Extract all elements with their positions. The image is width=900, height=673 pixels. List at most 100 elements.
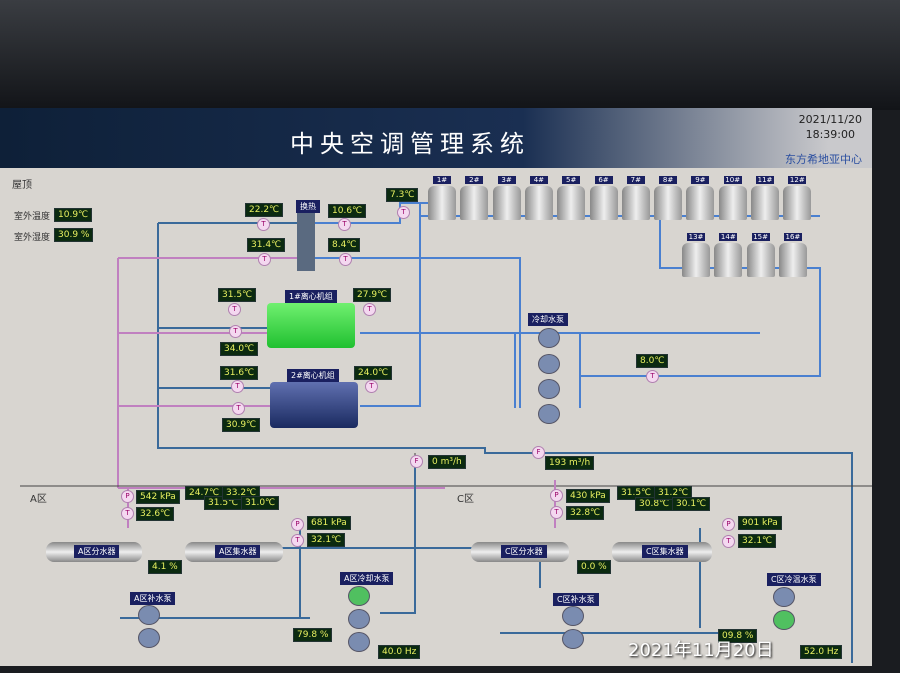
temp-sensor-icon: T	[229, 325, 242, 338]
hx-left-bottom: 31.4℃	[247, 238, 286, 252]
flow-sensor-icon: F	[532, 446, 545, 459]
temp-sensor-icon: T	[550, 506, 563, 519]
cooling-tower-label: 7#	[626, 176, 645, 184]
cooling-tower-12[interactable]	[783, 186, 812, 220]
zone-c-label: C区	[457, 494, 474, 505]
heat-exchanger[interactable]	[297, 213, 315, 271]
date: 2021/11/20	[798, 113, 862, 126]
pump-icon[interactable]	[773, 610, 795, 630]
cooling-tower-13[interactable]	[682, 243, 710, 277]
temp-sensor-icon: T	[231, 380, 244, 393]
pump-icon[interactable]	[538, 328, 560, 348]
cooling-tower-label: 15#	[751, 233, 770, 241]
cooling-tower-label: 14#	[719, 233, 738, 241]
zone-c-valve2: 09.8 %	[718, 629, 758, 643]
cooling-tower-label: 4#	[529, 176, 548, 184]
zone-c-makeup-label: C区补水泵	[553, 593, 599, 606]
cooling-pump-label: 冷却水泵	[528, 313, 568, 326]
cooling-tower-label: 16#	[783, 233, 802, 241]
pump-icon[interactable]	[562, 606, 584, 626]
cooling-tower-label: 3#	[497, 176, 516, 184]
zone-c-divider[interactable]: C区分水器	[471, 542, 569, 562]
cooling-tower-9[interactable]	[686, 186, 715, 220]
zone-a-valve2: 79.8 %	[293, 628, 333, 642]
pump-icon[interactable]	[348, 632, 370, 652]
chiller2-out-temp: 30.9℃	[222, 418, 261, 432]
pump-icon[interactable]	[538, 404, 560, 424]
cooling-tower-10[interactable]	[718, 186, 747, 220]
pump-icon[interactable]	[538, 379, 560, 399]
cooling-tower-1[interactable]	[428, 186, 456, 220]
pressure-sensor-icon: P	[121, 490, 134, 503]
cooling-tower-4[interactable]	[524, 186, 553, 220]
zone-a-pump-label: A区冷却水泵	[340, 572, 394, 585]
pump-icon[interactable]	[773, 587, 795, 607]
zone-c-return-temp: 32.1℃	[738, 534, 777, 548]
chiller2[interactable]	[270, 382, 358, 428]
temp-sensor-icon: T	[257, 218, 270, 231]
photo-timestamp: 2021年11月20日	[628, 640, 774, 661]
temp-sensor-icon: T	[646, 370, 659, 383]
org-name: 东方希地亚中心	[785, 153, 862, 166]
time: 18:39:00	[805, 128, 855, 141]
pump-icon[interactable]	[348, 609, 370, 629]
zone-a-branch-temp-4: 31.0℃	[241, 496, 280, 510]
zone-c-collector[interactable]: C区集水器	[612, 542, 712, 562]
cooling-pump-temp: 8.0℃	[636, 354, 669, 368]
tower-temp: 7.3℃	[386, 188, 419, 202]
zone-c-collector-label: C区集水器	[642, 545, 688, 558]
heat-exchanger-label: 换热	[296, 200, 320, 213]
datetime: 2021/11/20 18:39:00	[799, 112, 862, 142]
cooling-tower-7[interactable]	[621, 186, 650, 220]
temp-sensor-icon: T	[365, 380, 378, 393]
cooling-tower-3[interactable]	[492, 186, 521, 220]
cooling-tower-label: 2#	[465, 176, 484, 184]
zone-a-supply-temp: 32.6℃	[136, 507, 175, 521]
cooling-tower-14[interactable]	[714, 243, 743, 277]
pressure-sensor-icon: P	[291, 518, 304, 531]
pump-icon[interactable]	[348, 586, 370, 606]
pump-icon[interactable]	[538, 354, 560, 374]
chiller1[interactable]	[267, 303, 355, 348]
zone-a-makeup-label: A区补水泵	[130, 592, 176, 605]
zone-a-collector[interactable]: A区集水器	[185, 542, 283, 562]
zone-a-return-temp: 32.1℃	[307, 533, 346, 547]
monitor-bezel	[0, 0, 900, 110]
outdoor-hum-value: 30.9 %	[54, 228, 94, 242]
zone-a-valve: 4.1 %	[148, 560, 182, 574]
zone-a-divider[interactable]: A区分水器	[46, 542, 142, 562]
outdoor-temp-label: 室外温度	[14, 212, 51, 222]
chiller2-label: 2#离心机组	[287, 369, 339, 382]
cooling-tower-5[interactable]	[557, 186, 586, 220]
pump-icon[interactable]	[138, 628, 160, 648]
cooling-tower-15[interactable]	[746, 243, 775, 277]
flow-a: 0 m³/h	[428, 455, 466, 469]
zone-c-branch-temp-4: 30.1℃	[672, 497, 711, 511]
cooling-tower-label: 1#	[433, 176, 451, 184]
temp-sensor-icon: T	[121, 507, 134, 520]
flow-sensor-icon: F	[410, 455, 423, 468]
zone-c-pump-label: C区冷温水泵	[767, 573, 821, 586]
pump-icon[interactable]	[562, 629, 584, 649]
cooling-tower-16[interactable]	[778, 243, 807, 277]
cooling-tower-label: 12#	[788, 176, 807, 184]
temp-sensor-icon: T	[338, 218, 351, 231]
cooling-tower-label: 8#	[659, 176, 678, 184]
cooling-tower-label: 13#	[687, 233, 705, 241]
cooling-tower-8[interactable]	[654, 186, 683, 220]
cooling-tower-11[interactable]	[751, 186, 779, 220]
cooling-tower-6[interactable]	[589, 186, 618, 220]
cooling-tower-2[interactable]	[460, 186, 489, 220]
pump-icon[interactable]	[138, 605, 160, 625]
hx-right-top: 10.6℃	[328, 204, 367, 218]
chiller2-right-temp: 24.0℃	[354, 366, 393, 380]
zone-c-freq: 52.0 Hz	[800, 645, 843, 659]
temp-sensor-icon: T	[397, 206, 410, 219]
temp-sensor-icon: T	[232, 402, 245, 415]
zone-c-return-pressure: 901 kPa	[738, 516, 782, 530]
pressure-sensor-icon: P	[722, 518, 735, 531]
zone-a-divider-label: A区分水器	[74, 545, 120, 558]
chiller1-right-temp: 27.9℃	[353, 288, 392, 302]
cooling-tower-label: 5#	[562, 176, 581, 184]
